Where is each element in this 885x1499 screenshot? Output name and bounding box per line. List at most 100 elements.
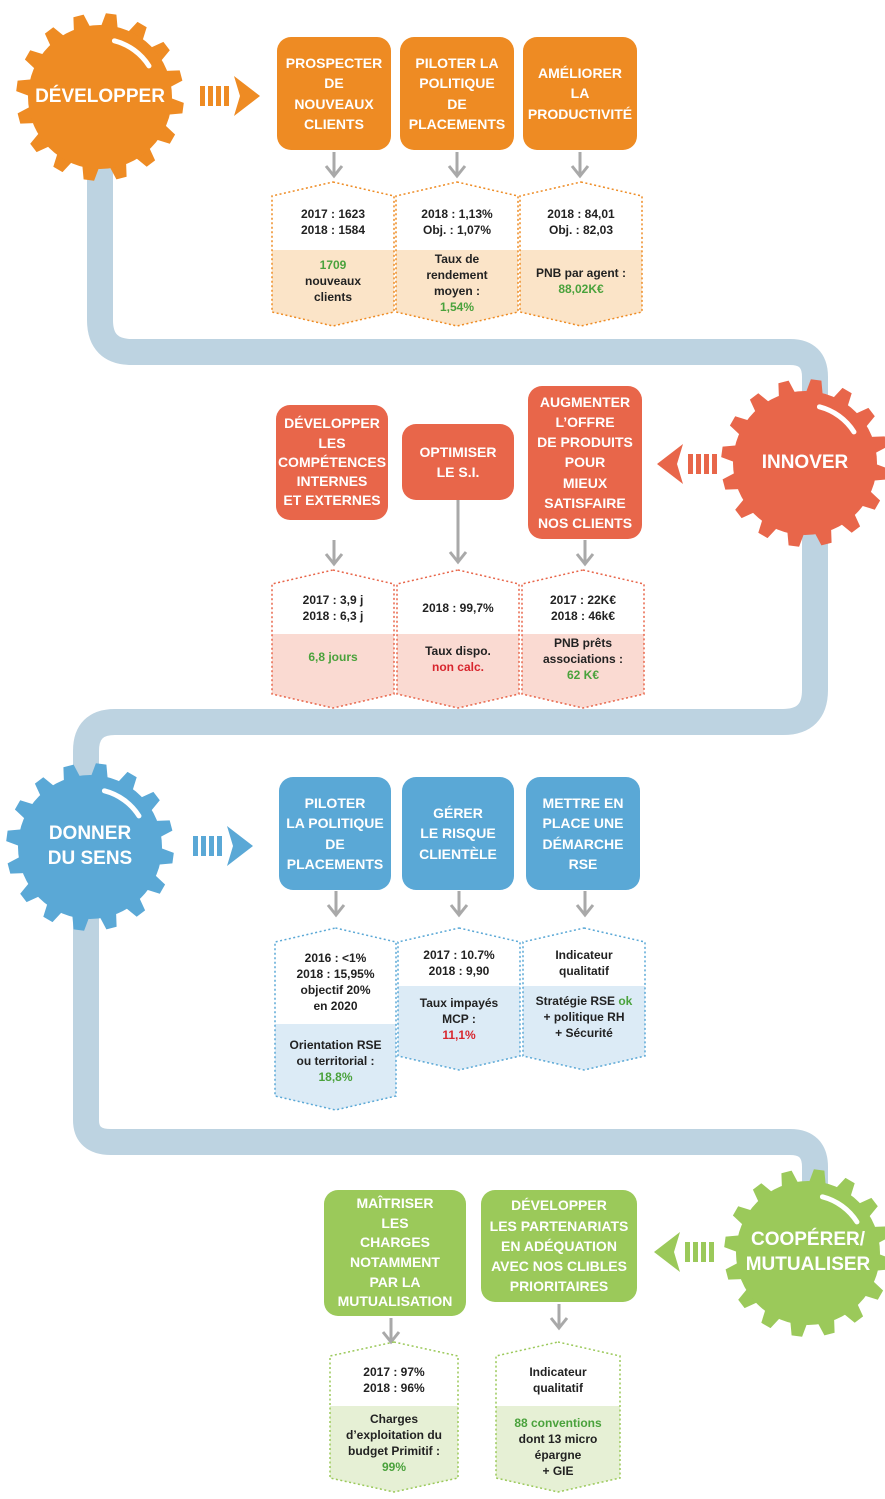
goal-line: DE	[324, 75, 344, 92]
result-line: 1,54%	[439, 299, 475, 314]
result-line: Charges	[369, 1412, 419, 1426]
goal-line: LE S.I.	[436, 464, 480, 480]
goal-line: DE	[447, 95, 467, 112]
gear-icon	[16, 13, 184, 181]
indicator-hexagon: Indicateur qualitatif Stratégie RSE ok +…	[522, 927, 646, 1071]
arrow-left-icon	[654, 1232, 714, 1272]
history-line: qualitatif	[533, 1381, 583, 1395]
indicator-hexagon: 2017 : 1623 2018 : 1584 1709 nouveaux cl…	[271, 181, 395, 327]
goal-line: METTRE EN	[542, 794, 624, 811]
indicator-result: 1709 nouveaux clients	[276, 258, 390, 306]
goal-line: DÉMARCHE	[542, 835, 624, 852]
hexagon-shape	[274, 927, 397, 1111]
hexagon-shape	[521, 569, 645, 709]
arrow-right-icon	[200, 76, 260, 116]
result-line: Stratégie RSE ok	[536, 994, 633, 1010]
history-line: 2018 : 99,7%	[422, 601, 494, 616]
goal-line: LES	[318, 434, 346, 451]
indicator-result: Taux dispo. non calc.	[401, 644, 515, 676]
goal-line: DE	[325, 835, 345, 852]
goal-line: AVEC NOS CLIBLES	[491, 1258, 627, 1275]
goal-line: PILOTER	[304, 794, 366, 811]
result-line: PNB par agent :	[535, 266, 626, 280]
indicator-history: 2016 : <1% 2018 : 15,95% objectif 20% en…	[279, 948, 392, 1018]
goal-line: LE RISQUE	[420, 825, 496, 842]
result-line: 6,8 jours	[308, 650, 358, 664]
indicator-hexagon: 2017 : 97% 2018 : 96% Charges d’exploita…	[329, 1341, 459, 1493]
goal-line: PLACEMENTS	[286, 855, 384, 872]
gear-label-line: DONNER	[48, 823, 132, 845]
gear-label-line: COOPÉRER/	[750, 1229, 866, 1251]
result-line: 88,02K€	[558, 281, 604, 296]
hexagon-shape	[522, 927, 646, 1071]
goal-line: RSE	[568, 855, 598, 872]
hexagon-shape	[495, 1341, 621, 1493]
goal-line: AUGMENTER	[539, 394, 631, 411]
history-line: 2017 : 10.7%	[423, 948, 495, 963]
goal-line: L’OFFRE	[555, 414, 615, 431]
indicator-result: PNB prêts associations : 62 K€	[526, 636, 640, 684]
goal-line: PROSPECTER	[285, 54, 383, 71]
history-line: 2018 : 96%	[363, 1381, 425, 1395]
result-line: + politique RH	[543, 1009, 625, 1024]
indicator-history: 2017 : 22K€ 2018 : 46k€	[526, 584, 640, 634]
goal-line: CLIENTÈLE	[419, 845, 497, 862]
goal-line: POUR	[564, 454, 606, 471]
hexagon-shape	[329, 1341, 459, 1493]
history-line: 2018 : 46k€	[550, 609, 616, 623]
result-status: ok	[618, 994, 633, 1008]
goal-line: ET EXTERNES	[283, 492, 381, 509]
result-line: + Sécurité	[555, 1025, 613, 1040]
goal-line: PILOTER LA	[415, 54, 499, 71]
goal-box: PILOTER LA POLITIQUE DE PLACEMENTS	[400, 37, 514, 150]
history-line: 2016 : <1%	[304, 951, 367, 966]
goal-line: MUTUALISATION	[337, 1293, 453, 1310]
down-arrow-icon	[381, 1318, 401, 1345]
indicator-history: 2017 : 10.7% 2018 : 9,90	[402, 944, 516, 984]
history-line: Indicateur	[529, 1365, 587, 1380]
goal-line: POLITIQUE	[419, 75, 495, 92]
goal-line: NOTAMMENT	[350, 1254, 440, 1270]
result-line: 18,8%	[318, 1069, 353, 1084]
indicator-hexagon: 2018 : 1,13% Obj. : 1,07% Taux de rendem…	[395, 181, 519, 327]
indicator-history: Indicateur qualitatif	[500, 1358, 616, 1404]
history-line: 2018 : 15,95%	[296, 967, 375, 982]
indicator-history: 2018 : 99,7%	[401, 584, 515, 634]
hexagon-shape	[397, 927, 521, 1071]
result-line: Taux impayés	[419, 996, 499, 1010]
goal-line: LA POLITIQUE	[286, 815, 384, 832]
indicator-history: 2017 : 3,9 j 2018 : 6,3 j	[276, 584, 390, 634]
result-line: Taux de	[434, 252, 480, 266]
result-text: Stratégie RSE	[535, 994, 619, 1008]
goal-line: COMPÉTENCES	[277, 453, 387, 470]
indicator-hexagon: 2017 : 10.7% 2018 : 9,90 Taux impayés MC…	[397, 927, 521, 1071]
gear-label-line: INNOVER	[761, 451, 849, 473]
history-line: Obj. : 1,07%	[422, 223, 492, 237]
indicator-history: Indicateur qualitatif	[527, 944, 641, 984]
result-line: 88 conventions	[514, 1416, 602, 1430]
result-line: d’exploitation du	[346, 1427, 442, 1442]
hexagon-shape	[396, 569, 520, 709]
indicator-result: Taux de rendement moyen : 1,54%	[400, 252, 514, 316]
down-arrow-icon	[447, 152, 467, 179]
down-arrow-icon	[575, 891, 595, 918]
gear-innover: INNOVER	[720, 378, 885, 548]
history-line: en 2020	[313, 998, 358, 1013]
result-line: dont 13 micro	[518, 1431, 598, 1446]
result-line: rendement	[426, 267, 488, 282]
goal-line: PLACEMENTS	[408, 115, 506, 132]
down-arrow-icon	[549, 1304, 569, 1331]
goal-line: LES PARTENARIATS	[489, 1217, 629, 1234]
gear-icon	[721, 379, 885, 547]
indicator-history: 2017 : 97% 2018 : 96%	[334, 1358, 454, 1404]
arrow-right-icon	[193, 826, 253, 866]
history-line: objectif 20%	[300, 983, 371, 997]
